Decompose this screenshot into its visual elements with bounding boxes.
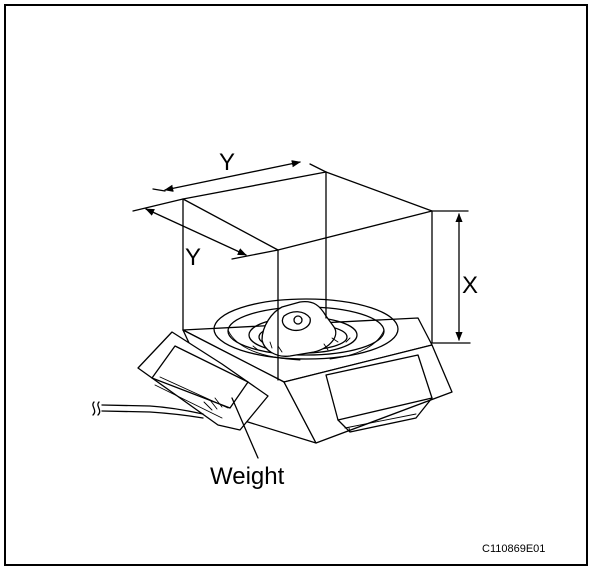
dimension-lines: [132, 160, 471, 344]
weight-label: Weight: [210, 463, 285, 490]
dimension-label-y-top: Y: [219, 149, 235, 176]
dimension-label-y-left: Y: [185, 244, 201, 271]
dimension-label-x: X: [462, 272, 478, 299]
wire-break-icon: [92, 401, 204, 419]
weight-callout-line: [231, 397, 259, 459]
figure-code: C110869E01: [482, 543, 545, 555]
diagram-frame: [4, 4, 588, 566]
airbag-pad-icon: [252, 300, 351, 357]
